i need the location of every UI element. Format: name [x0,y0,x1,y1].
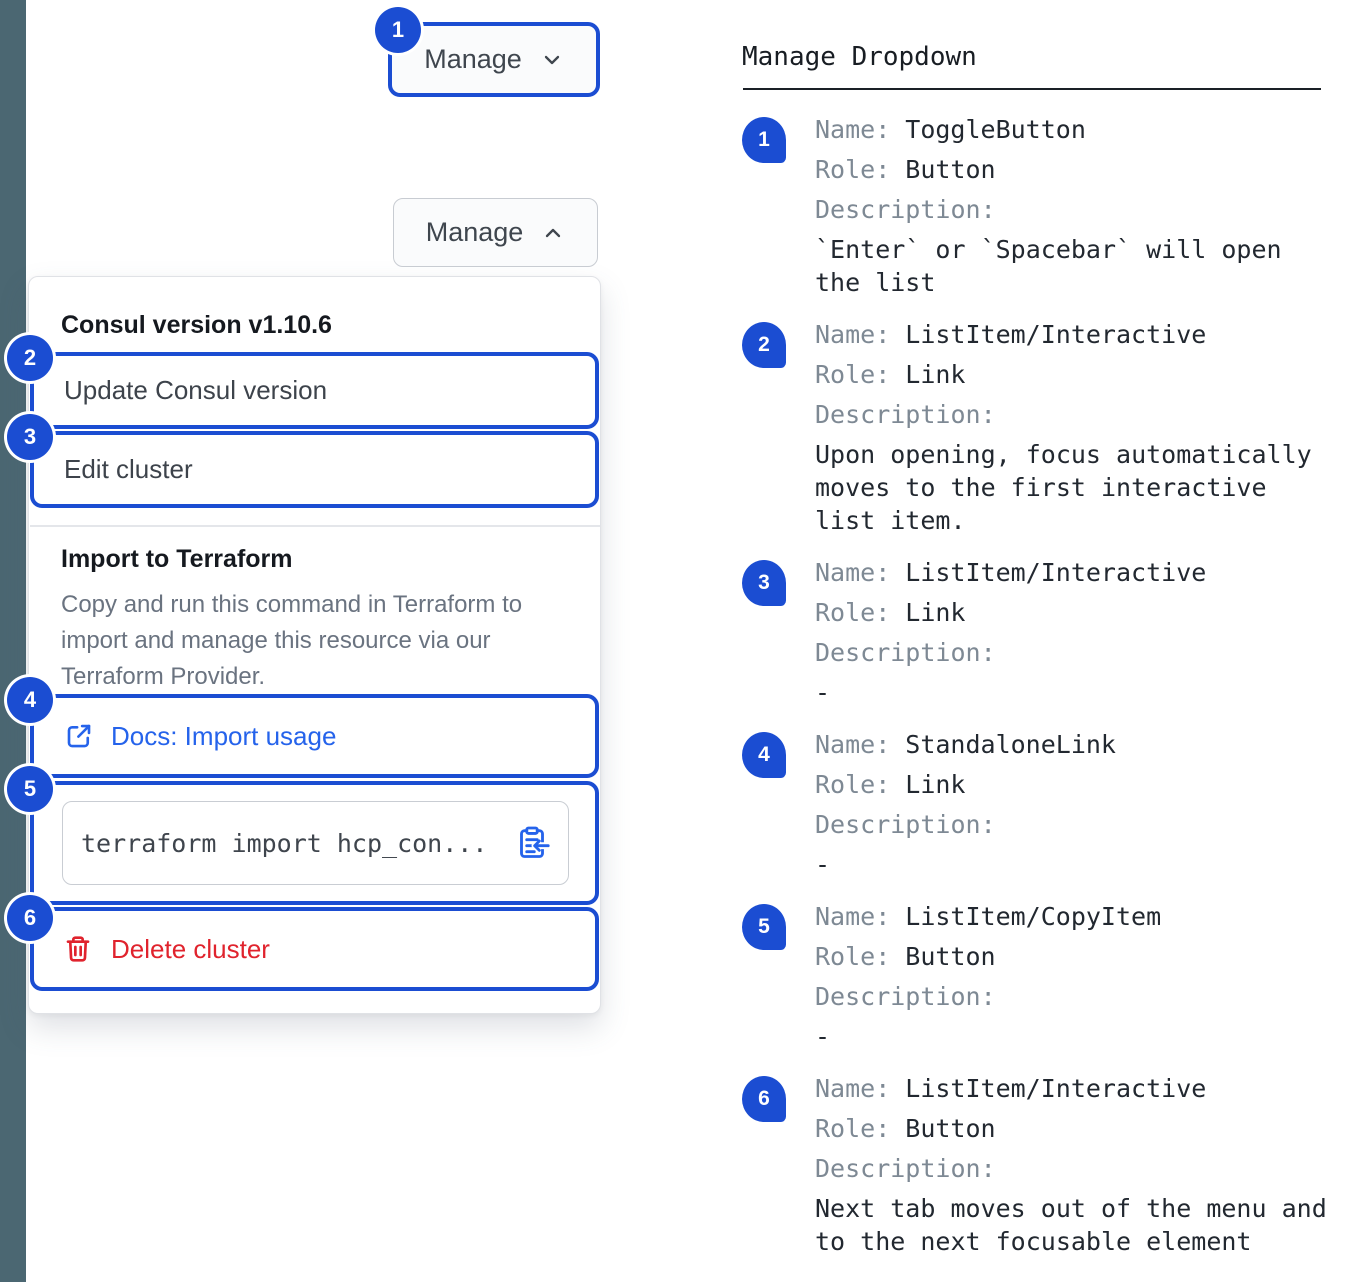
spec-panel-divider [743,88,1321,90]
entry-role: Link [905,360,966,389]
chevron-up-icon [541,221,565,245]
spec-entry-2: 2 Name: ListItem/Interactive Role: Link De… [742,315,1322,537]
docs-import-usage-label: Docs: Import usage [111,720,337,751]
edit-cluster-label: Edit cluster [64,454,193,484]
description-label: Description: [815,810,996,839]
name-label: Name: [815,115,891,144]
spec-entries: 1 Name: ToggleButton Role: Button Descript… [742,110,1327,1258]
menu-item-copy-command: terraform import hcp_con... [30,781,599,905]
update-consul-version-label: Update Consul version [64,375,328,405]
spec-badge-1: 1 [742,117,786,163]
manage-dropdown-menu: Consul version v1.10.6 Import to Terrafo… [28,276,601,1014]
manage-toggle-button[interactable]: Manage [388,22,600,97]
entry-name: ListItem/Interactive [905,1074,1207,1103]
terraform-command-text: terraform import hcp_con... [81,828,488,858]
name-label: Name: [815,730,891,759]
entry-description: `Enter` or `Spacebar` will open the list [815,235,1282,297]
annotation-badge-4: 4 [7,677,53,723]
spec-entry-6: 6 Name:ListItem/Interactive Role:Button … [742,1069,1327,1258]
entry-description: - [815,678,831,707]
spec-entry-4: 4 Name: StandaloneLink Role: Link Descript… [742,725,1322,881]
description-label: Description: [815,400,996,429]
spec-badge-3: 3 [742,560,786,606]
spec-entry-1: 1 Name: ToggleButton Role: Button Descript… [742,110,1322,299]
description-label: Description: [815,195,996,224]
sidebar-strip [0,0,26,1282]
entry-description: Next tab moves out of the menu and to th… [815,1194,1327,1256]
spec-panel-title: Manage Dropdown [742,42,977,72]
menu-divider [30,525,600,527]
entry-role: Button [905,1114,996,1143]
entry-role: Link [905,770,966,799]
external-link-icon [64,721,94,751]
spec-badge-5: 5 [742,904,786,950]
consul-version-heading: Consul version v1.10.6 [61,311,332,339]
import-to-terraform-heading: Import to Terraform [61,545,293,573]
manage-button-label: Manage [425,217,524,247]
entry-description: Upon opening, focus automatically moves … [815,440,1312,535]
name-label: Name: [815,902,891,931]
docs-import-usage-link[interactable]: Docs: Import usage [30,694,599,778]
entry-name: ListItem/Interactive [905,558,1207,587]
entry-name: ListItem/CopyItem [905,902,1162,931]
entry-description: - [815,850,831,879]
annotation-badge-1: 1 [375,7,421,53]
role-label: Role: [815,360,891,389]
spec-entry-5: 5 Name: ListItem/CopyItem Role: Button Des… [742,897,1322,1053]
spec-badge-2: 2 [742,322,786,368]
spec-entry-3: 3 Name: ListItem/Interactive Role: Link De… [742,553,1322,709]
entry-name: ListItem/Interactive [905,320,1207,349]
spec-badge-4: 4 [742,732,786,778]
clipboard-copy-icon[interactable] [514,825,550,861]
manage-button-label: Manage [424,44,522,74]
entry-name: ToggleButton [905,115,1086,144]
role-label: Role: [815,942,891,971]
description-label: Description: [815,638,996,667]
annotation-badge-6: 6 [7,895,53,941]
menu-item-update-consul-version[interactable]: Update Consul version [30,352,599,429]
trash-icon [62,933,94,965]
name-label: Name: [815,1074,891,1103]
annotation-badge-2: 2 [7,335,53,381]
menu-item-delete-cluster[interactable]: Delete cluster [30,907,599,991]
role-label: Role: [815,770,891,799]
annotation-badge-5: 5 [7,766,53,812]
spec-badge-6: 6 [742,1076,786,1122]
name-label: Name: [815,320,891,349]
entry-description: - [815,1022,831,1051]
description-label: Description: [815,1154,996,1183]
entry-role: Button [905,942,996,971]
spec-panel: Manage Dropdown 1 Name: ToggleButton Role… [742,42,1327,1274]
entry-role: Link [905,598,966,627]
menu-item-edit-cluster[interactable]: Edit cluster [30,431,599,508]
role-label: Role: [815,1114,891,1143]
terraform-command-field[interactable]: terraform import hcp_con... [62,801,569,885]
description-label: Description: [815,982,996,1011]
role-label: Role: [815,155,891,184]
role-label: Role: [815,598,891,627]
name-label: Name: [815,558,891,587]
chevron-down-icon [540,48,564,72]
entry-role: Button [905,155,996,184]
delete-cluster-label: Delete cluster [111,933,270,964]
annotation-badge-3: 3 [7,414,53,460]
import-description: Copy and run this command in Terraform t… [61,591,523,690]
entry-name: StandaloneLink [905,730,1116,759]
manage-toggle-button-expanded[interactable]: Manage [393,198,598,267]
